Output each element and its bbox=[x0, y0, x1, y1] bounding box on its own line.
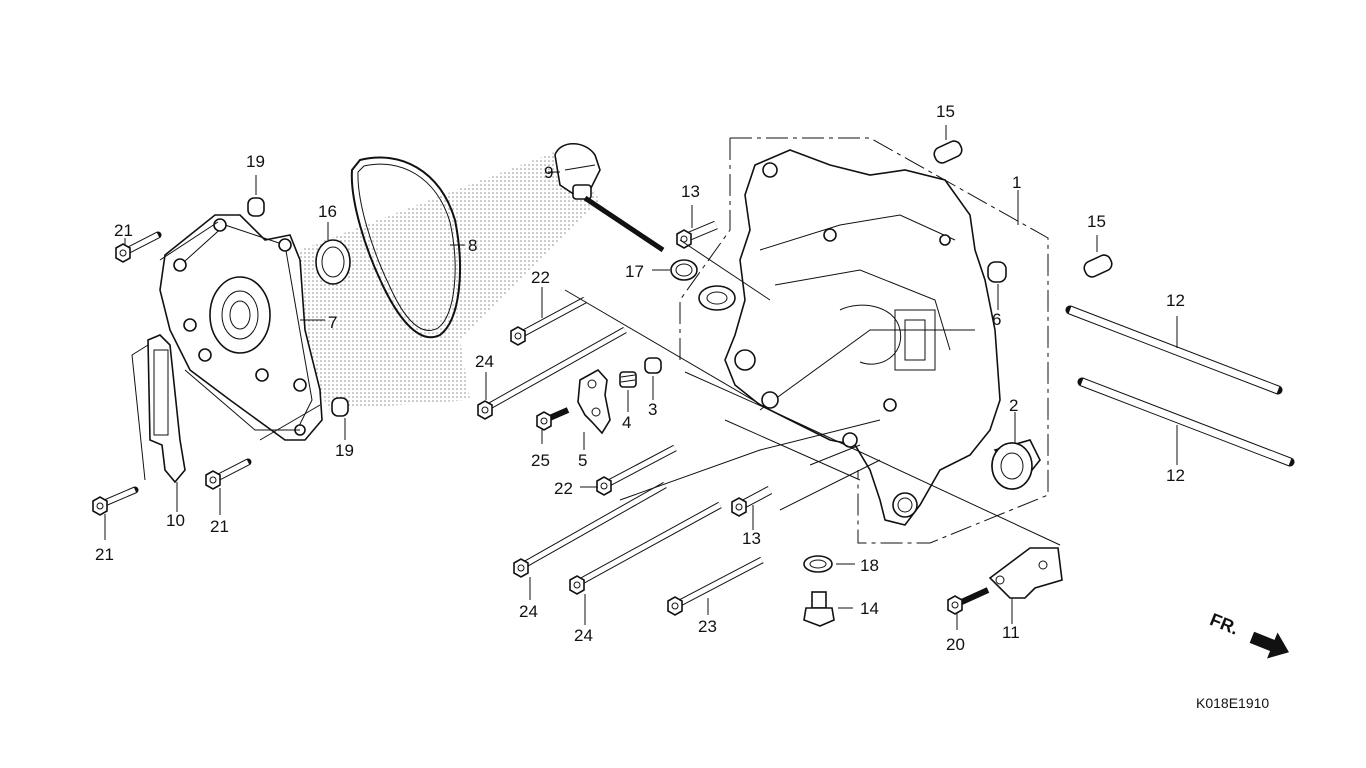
callout-25: 25 bbox=[531, 451, 550, 470]
crankcase bbox=[698, 149, 1001, 526]
gasket-shading bbox=[300, 150, 600, 410]
callout-10: 10 bbox=[166, 511, 185, 530]
callout-4: 4 bbox=[622, 413, 631, 432]
bolt-24-lower-left bbox=[513, 481, 667, 578]
callout-22-upper: 22 bbox=[531, 268, 550, 287]
assembly-boundary bbox=[679, 137, 1049, 544]
bolt-24-upper bbox=[477, 326, 627, 420]
dowel-pin-15-upper bbox=[933, 140, 963, 164]
bolt-13-lower bbox=[731, 486, 773, 517]
left-crankcase-cover bbox=[159, 214, 323, 441]
callout-16: 16 bbox=[318, 202, 337, 221]
callout-21-upper: 21 bbox=[114, 221, 133, 240]
callout-11: 11 bbox=[1002, 623, 1020, 642]
front-arrow-icon bbox=[1249, 631, 1289, 659]
callout-12-lower: 12 bbox=[1166, 466, 1185, 485]
bolt-24-lower-right bbox=[569, 501, 722, 595]
bolt-22-lower bbox=[596, 444, 677, 496]
bracket bbox=[988, 547, 1063, 599]
stud-bolt-upper bbox=[1065, 305, 1283, 395]
callout-24-upper: 24 bbox=[475, 352, 494, 371]
callout-12-upper: 12 bbox=[1166, 291, 1185, 310]
dowel-pin-15-right bbox=[1083, 254, 1113, 278]
cover-gasket bbox=[350, 156, 461, 339]
drawing-code: K018E1910 bbox=[1196, 695, 1269, 711]
callout-9: 9 bbox=[544, 163, 553, 182]
stud-bolt-lower bbox=[1077, 377, 1295, 467]
callout-15-right: 15 bbox=[1087, 212, 1106, 231]
callout-13-upper: 13 bbox=[681, 182, 700, 201]
o-ring-washer bbox=[670, 259, 698, 281]
callout-2: 2 bbox=[1009, 396, 1018, 415]
bolt-23 bbox=[667, 556, 764, 616]
bolt-21-lower-right bbox=[205, 458, 252, 490]
callout-24-lower-left: 24 bbox=[519, 602, 538, 621]
bolt-25 bbox=[536, 407, 570, 431]
dowel-pin-lower bbox=[331, 397, 349, 417]
bolt-21-lower-left bbox=[92, 486, 139, 516]
callout-19-upper: 19 bbox=[246, 152, 265, 171]
callout-22-lower: 22 bbox=[554, 479, 573, 498]
callout-17: 17 bbox=[625, 262, 644, 281]
dowel-pin-6 bbox=[987, 261, 1007, 283]
bearing bbox=[991, 439, 1041, 490]
callout-6: 6 bbox=[992, 310, 1001, 329]
callout-13-lower: 13 bbox=[742, 529, 761, 548]
bolt-13-upper bbox=[676, 220, 718, 249]
oil-seal bbox=[315, 239, 351, 285]
setting-plate bbox=[577, 368, 611, 435]
callout-15-upper: 15 bbox=[936, 102, 955, 121]
spring bbox=[619, 371, 637, 388]
detent-cap bbox=[644, 357, 662, 374]
sealing-washer bbox=[803, 555, 833, 573]
bolt-21-upper bbox=[115, 231, 162, 263]
drain-bolt bbox=[803, 591, 835, 627]
callout-3: 3 bbox=[648, 400, 657, 419]
callout-24-lower-right: 24 bbox=[574, 626, 593, 645]
callout-5: 5 bbox=[578, 451, 587, 470]
callout-18: 18 bbox=[860, 556, 879, 575]
callout-7: 7 bbox=[328, 313, 337, 332]
dowel-pin-upper bbox=[247, 197, 265, 217]
callout-20: 20 bbox=[946, 635, 965, 654]
callout-leaders bbox=[104, 125, 1178, 630]
front-label: FR. bbox=[1207, 609, 1241, 638]
callout-14: 14 bbox=[860, 599, 879, 618]
callout-labels: 1 2 3 4 5 6 7 8 9 10 11 12 12 13 13 14 1… bbox=[95, 102, 1185, 654]
oil-dipstick bbox=[554, 142, 665, 253]
front-direction-indicator: FR. bbox=[1207, 609, 1289, 659]
bolt-20 bbox=[947, 587, 990, 615]
cover-plate bbox=[147, 334, 186, 484]
bolt-22-upper bbox=[510, 296, 587, 346]
callout-8: 8 bbox=[468, 236, 477, 255]
callout-19-lower: 19 bbox=[335, 441, 354, 460]
callout-21-lower-right: 21 bbox=[210, 517, 229, 536]
guide-lines bbox=[159, 221, 1061, 546]
callout-21-lower-left: 21 bbox=[95, 545, 114, 564]
callout-1: 1 bbox=[1012, 173, 1021, 192]
callout-23: 23 bbox=[698, 617, 717, 636]
